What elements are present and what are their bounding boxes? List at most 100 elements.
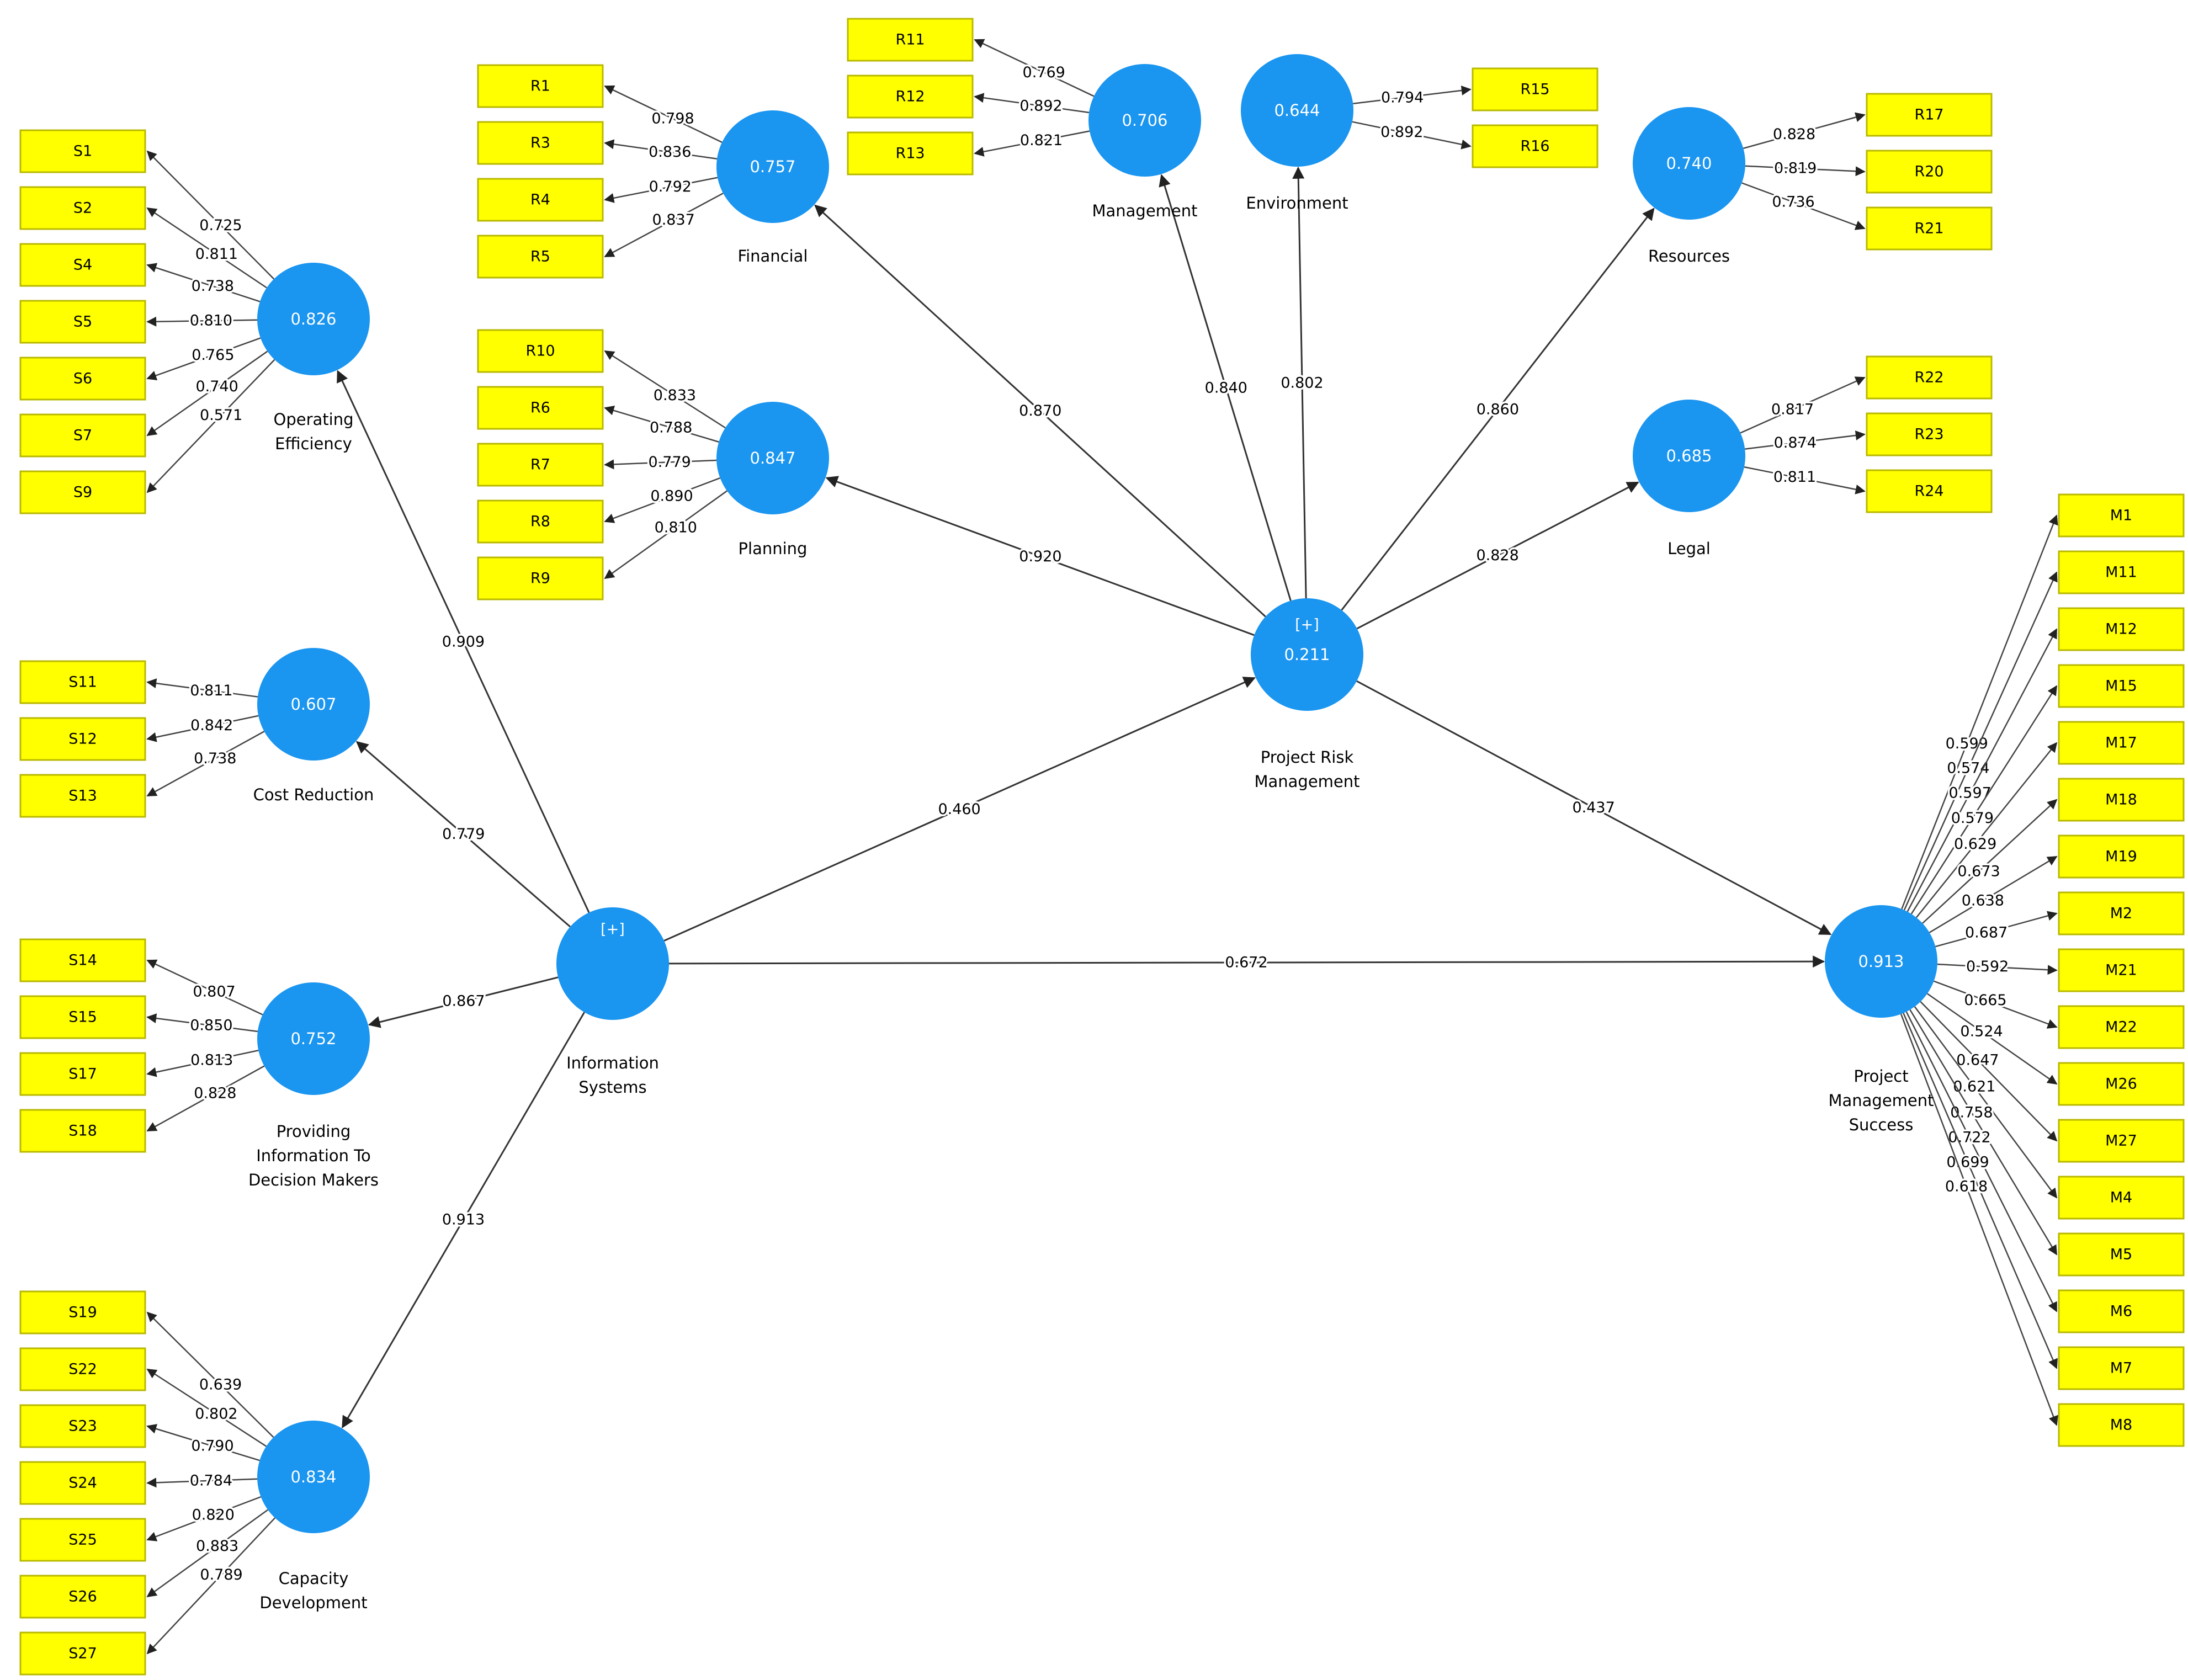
indicator-label: R11 <box>895 31 925 49</box>
indicator-s2: S2 <box>19 186 146 230</box>
loading-value: 0.722 <box>1948 1129 1990 1146</box>
indicator-label: S17 <box>68 1066 97 1083</box>
indicator-label: S7 <box>73 427 92 444</box>
r-squared-value: 0.607 <box>290 695 336 714</box>
loading-pms-m1: 0.599 <box>1901 514 2058 910</box>
indicator-label: S26 <box>68 1588 97 1605</box>
r-squared-value: 0.826 <box>290 310 336 328</box>
loading-value: 0.639 <box>199 1376 242 1394</box>
latent-name: Efficiency <box>275 434 352 453</box>
indicator-m11: M11 <box>2058 550 2185 594</box>
loading-value: 0.769 <box>1023 64 1065 81</box>
latent-circle <box>257 263 370 375</box>
path-arrow <box>814 204 1266 618</box>
latent-name: Management <box>1254 772 1359 791</box>
indicator-label: R23 <box>1914 426 1943 443</box>
path-coefficient: 0.828 <box>1476 547 1518 564</box>
loading-arrow <box>146 678 258 698</box>
loading-value: 0.810 <box>190 312 232 329</box>
loading-arrow <box>1903 1013 2058 1369</box>
loading-arrow <box>1740 376 1866 434</box>
r-squared-value: 0.644 <box>1274 101 1320 120</box>
loading-arrow <box>1743 112 1866 150</box>
indicator-box <box>1472 124 1598 168</box>
loading-leg-r22: 0.817 <box>1740 376 1866 434</box>
indicator-box <box>19 470 146 514</box>
r-squared-value: 0.847 <box>750 449 795 467</box>
loading-arrow <box>146 1509 268 1598</box>
loading-arrow <box>1914 1006 2058 1199</box>
indicator-label: S27 <box>68 1645 97 1662</box>
loading-value: 0.638 <box>1962 892 2004 909</box>
loading-value: 0.738 <box>192 278 234 295</box>
loading-pid-s14: 0.807 <box>146 959 263 1016</box>
loading-arrow <box>1905 1011 2058 1312</box>
indicator-box <box>477 178 604 222</box>
indicator-label: M21 <box>2105 962 2137 979</box>
indicator-box <box>2058 834 2185 879</box>
indicator-label: S22 <box>68 1361 97 1378</box>
loading-arrow <box>1934 980 2058 1029</box>
indicator-box <box>19 1347 146 1391</box>
loading-leg-r23: 0.874 <box>1745 430 1866 453</box>
loading-value: 0.802 <box>195 1405 237 1422</box>
indicator-box <box>477 386 604 430</box>
latent-name: Systems <box>578 1078 646 1097</box>
indicator-s27: S27 <box>19 1631 146 1676</box>
indicator-s4: S4 <box>19 243 146 287</box>
latent-name: Cost Reduction <box>253 785 374 804</box>
path-coefficient: 0.437 <box>1572 799 1615 816</box>
indicator-r4: R4 <box>477 178 604 222</box>
latent-circle <box>716 402 829 514</box>
loading-value: 0.874 <box>1774 434 1817 451</box>
indicator-label: M1 <box>2110 507 2132 524</box>
loading-arrow <box>1909 1009 2058 1256</box>
loadings-layer: 0.7250.8110.7380.8100.7650.7400.5710.811… <box>146 39 2058 1655</box>
indicator-box <box>2058 607 2185 651</box>
latent-circle <box>556 907 669 1020</box>
indicator-label: R5 <box>530 248 550 265</box>
loading-arrow <box>604 477 721 523</box>
loading-value: 0.740 <box>195 378 238 395</box>
loading-value: 0.890 <box>650 488 693 505</box>
loading-value: 0.673 <box>1957 863 2000 880</box>
indicator-label: R22 <box>1914 369 1943 386</box>
loading-arrow <box>1937 963 2058 975</box>
loading-arrow <box>1741 182 1866 230</box>
indicator-box <box>1866 206 1993 251</box>
latent-circle <box>257 648 370 761</box>
path-coefficient: 0.840 <box>1205 379 1247 396</box>
indicator-box <box>2058 948 2185 992</box>
loading-arrow <box>146 715 259 742</box>
loading-arrow <box>146 1311 274 1438</box>
loading-arrow <box>974 93 1090 114</box>
latent-circle <box>716 110 829 223</box>
path-arrow <box>1356 481 1639 630</box>
path-coefficient: 0.460 <box>938 801 980 818</box>
loading-oe-s5: 0.810 <box>146 310 258 331</box>
indicator-r20: R20 <box>1866 150 1993 194</box>
loading-value: 0.571 <box>200 407 242 424</box>
indicators-layer: S1S2S4S5S6S7S9S11S12S13S14S15S17S18S19S2… <box>19 18 2185 1676</box>
loading-arrow <box>1745 165 1866 177</box>
loading-res-r17: 0.828 <box>1743 112 1866 150</box>
loading-pms-m4: 0.621 <box>1914 1006 2058 1199</box>
indicator-label: S14 <box>68 952 97 969</box>
indicator-label: M27 <box>2105 1133 2137 1150</box>
loading-res-r20: 0.819 <box>1745 158 1866 179</box>
indicator-box <box>2058 1119 2185 1163</box>
loading-arrow <box>146 1496 262 1541</box>
loading-value: 0.699 <box>1946 1153 1989 1171</box>
loading-env-r16: 0.892 <box>1352 121 1472 150</box>
latent-name: Project <box>1854 1067 1908 1086</box>
indicator-label: R10 <box>525 343 555 360</box>
indicator-box <box>477 121 604 165</box>
loading-mgt-r13: 0.821 <box>974 130 1090 157</box>
indicator-label: M8 <box>2110 1417 2132 1434</box>
